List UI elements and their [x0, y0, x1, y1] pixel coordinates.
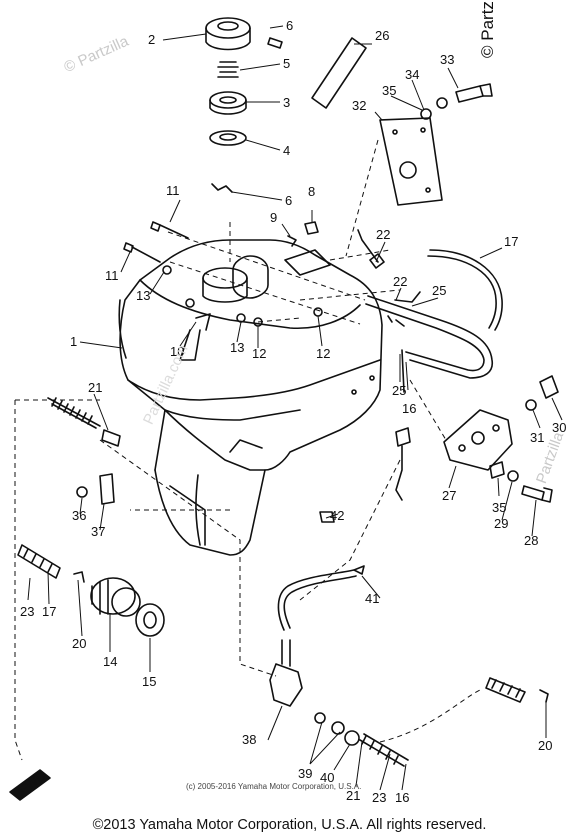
- callout-39: 39: [298, 766, 312, 781]
- fuel-tank-body: [118, 239, 383, 556]
- callout-14: 14: [103, 654, 117, 669]
- reference-lines: [14, 139, 481, 761]
- bracket-32-group: [379, 83, 493, 206]
- callout-3: 3: [283, 95, 290, 110]
- callout-4: 4: [283, 143, 290, 158]
- callout-12a: 12: [252, 346, 266, 361]
- callout-20a: 20: [72, 636, 86, 651]
- petcock-plate-27: [443, 375, 559, 503]
- callout-25a: 25: [432, 283, 446, 298]
- callout-5: 5: [283, 56, 290, 71]
- callout-33: 33: [440, 52, 454, 67]
- fwd-arrow: [9, 769, 51, 801]
- callout-1: 1: [70, 334, 77, 349]
- right-hose-fittings: [485, 677, 549, 703]
- callout-38: 38: [242, 732, 256, 747]
- callout-11b: 11: [105, 268, 119, 283]
- callout-6: 6: [285, 193, 292, 208]
- callout-36: 36: [72, 508, 86, 523]
- fuel-hoses: [357, 229, 503, 393]
- callout-17: 17: [42, 604, 56, 619]
- callout-21b: 21: [346, 788, 360, 803]
- callout-23: 23: [372, 790, 386, 805]
- callout-10: 10: [170, 344, 184, 359]
- callout-8: 8: [308, 184, 315, 199]
- bolt-11-set: [123, 221, 189, 275]
- callout-19: 17: [504, 234, 518, 249]
- fuel-cap-assembly: [205, 17, 283, 193]
- callout-40: 40: [320, 770, 334, 785]
- callout-27: 27: [442, 488, 456, 503]
- mini-copyright: (c) 2005-2016 Yamaha Motor Corporation, …: [186, 782, 362, 791]
- callout-16: 16: [395, 790, 409, 805]
- callout-34: 34: [405, 67, 419, 82]
- callout-7: 6: [286, 18, 293, 33]
- callout-numbers: 2 6 5 3 4 6 8 9 11 11 13 10 13 12 12 1 2…: [16, 18, 567, 805]
- callout-37: 37: [91, 524, 105, 539]
- callout-31: 31: [530, 430, 544, 445]
- callout-22a: 22: [376, 227, 390, 242]
- callout-15: 15: [142, 674, 156, 689]
- callout-22b: 22: [393, 274, 407, 289]
- callout-20b: 20: [538, 738, 552, 753]
- callout-42: 42: [330, 508, 344, 523]
- watermark-top-right: © Partzilla.com: [478, 0, 497, 58]
- callout-9: 9: [270, 210, 277, 225]
- callout-28: 28: [524, 533, 538, 548]
- callout-35b: 35: [492, 500, 506, 515]
- callout-25b: 25: [392, 383, 406, 398]
- callout-29: 29: [494, 516, 508, 531]
- left-side-parts: [17, 397, 165, 637]
- callout-11a: 11: [166, 183, 180, 198]
- leader-lines: [27, 25, 563, 791]
- callout-21a: 21: [88, 380, 102, 395]
- callout-24: 23: [20, 604, 34, 619]
- callout-26: 26: [375, 28, 389, 43]
- callout-13a: 13: [136, 288, 150, 303]
- callout-12b: 12: [316, 346, 330, 361]
- callout-32: 32: [352, 98, 366, 113]
- callout-18: 16: [402, 401, 416, 416]
- callout-30: 30: [552, 420, 566, 435]
- callout-35a: 35: [382, 83, 396, 98]
- callout-13b: 13: [230, 340, 244, 355]
- callout-2: 2: [148, 32, 155, 47]
- callout-41: 41: [365, 591, 379, 606]
- vent-tube-26: [311, 37, 367, 109]
- petcock-38-and-line-41: [269, 511, 409, 767]
- footer-copyright: ©2013 Yamaha Motor Corporation, U.S.A. A…: [92, 817, 487, 833]
- drain-fitting: [395, 427, 411, 501]
